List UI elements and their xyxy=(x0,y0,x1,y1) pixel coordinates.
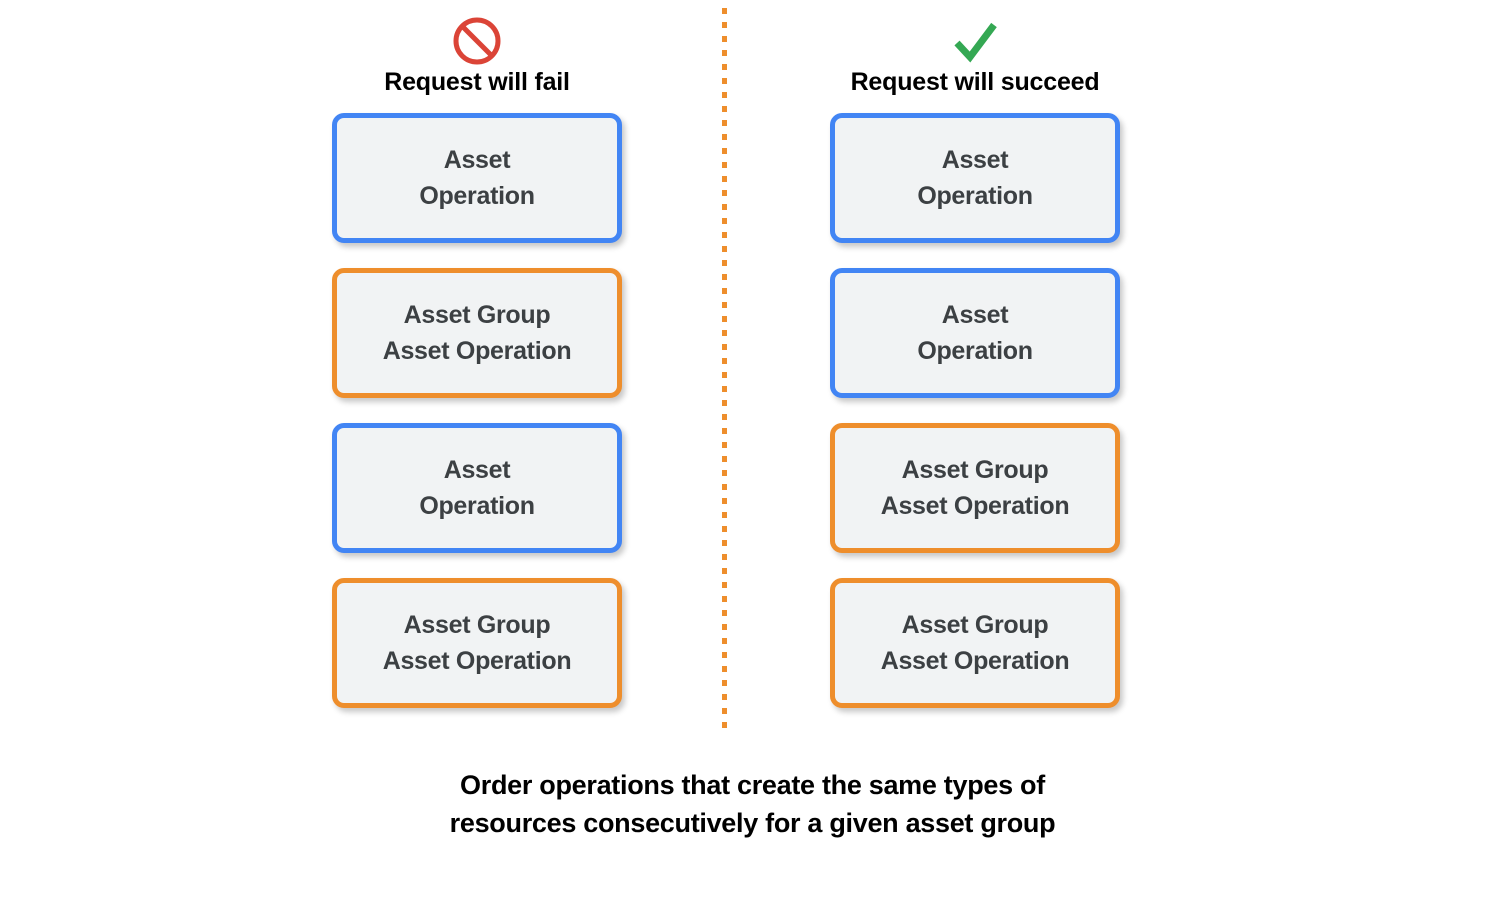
operation-box-label: Asset Operation xyxy=(917,300,1033,365)
column-title-succeed: Request will succeed xyxy=(850,68,1100,96)
operation-box[interactable]: Asset Group Asset Operation xyxy=(332,268,622,398)
operation-box-label: Asset Operation xyxy=(419,455,535,520)
diagram-caption: Order operations that create the same ty… xyxy=(449,770,1056,839)
checkmark-icon xyxy=(954,22,997,63)
operation-box[interactable]: Asset Operation xyxy=(830,113,1120,243)
prohibition-icon xyxy=(453,17,501,65)
column-header-fail: Request will fail xyxy=(332,14,622,95)
operation-box[interactable]: Asset Operation xyxy=(830,268,1120,398)
operation-box-label: Asset Group Asset Operation xyxy=(382,610,572,675)
operation-list-fail: Asset Operation Asset Group Asset Operat… xyxy=(332,113,622,733)
vertical-dotted-divider xyxy=(722,8,727,736)
operation-box-label: Asset Operation xyxy=(917,145,1033,210)
column-title-fail: Request will fail xyxy=(384,68,570,96)
operation-box-label: Asset Group Asset Operation xyxy=(382,300,572,365)
operation-box[interactable]: Asset Operation xyxy=(332,113,622,243)
operation-box[interactable]: Asset Group Asset Operation xyxy=(830,578,1120,708)
operation-box[interactable]: Asset Operation xyxy=(332,423,622,553)
column-header-succeed: Request will succeed xyxy=(830,14,1120,95)
operation-box-label: Asset Operation xyxy=(419,145,535,210)
operation-box[interactable]: Asset Group Asset Operation xyxy=(332,578,622,708)
operation-box-label: Asset Group Asset Operation xyxy=(880,455,1070,520)
operation-box[interactable]: Asset Group Asset Operation xyxy=(830,423,1120,553)
operation-list-succeed: Asset Operation Asset Operation Asset Gr… xyxy=(830,113,1120,733)
operation-box-label: Asset Group Asset Operation xyxy=(880,610,1070,675)
